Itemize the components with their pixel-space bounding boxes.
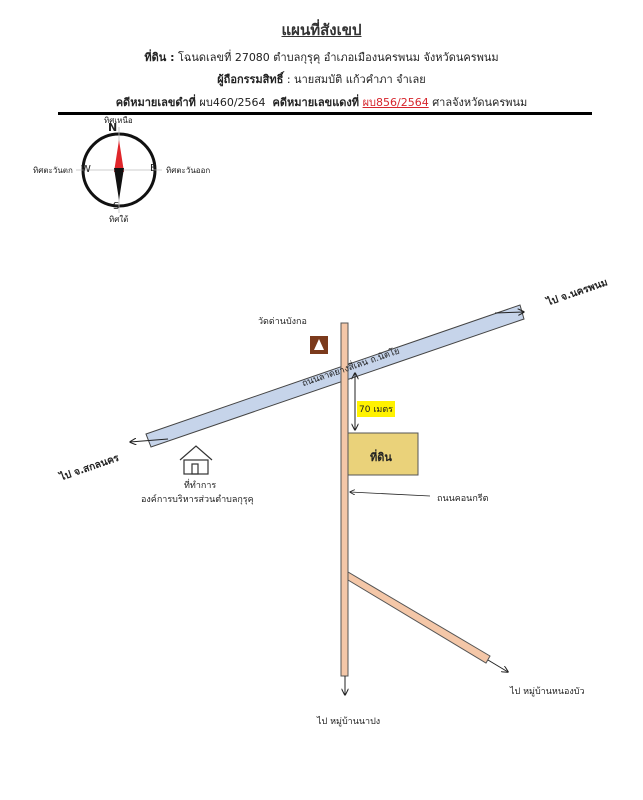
arrow-to-nong-bua [487,659,508,672]
land-plot [347,432,419,476]
main-road [145,304,525,448]
land-label: ที่ดิน [370,451,392,464]
land-deed-text: โฉนดเลขที่ 27080 ตำบลกุรุคุ อำเภอเมืองนค… [177,51,499,64]
house-icon [179,445,213,475]
black-case-label: คดีหมายเลขดำที่ [115,96,196,109]
red-case-label: คดีหมายเลขแดงที่ [272,96,360,109]
compass-south-letter: S [113,201,120,212]
court-name: ศาลจังหวัดนครพนม [432,96,528,109]
arrow-to-sakon-nakhon [130,439,169,442]
temple-label: วัดด่านบังกอ [258,317,307,327]
concrete-road-label: ถนนคอนกรีต [437,494,489,504]
header-case-line: คดีหมายเลขดำที่ ผบ460/2564 คดีหมายเลขแดง… [0,93,643,111]
arrow-to-nakhon-phanom [494,312,524,313]
header-divider [58,112,592,115]
temple-icon [310,336,328,354]
compass [76,127,162,213]
office-title: ที่ทำการ [184,481,217,491]
black-case-number: ผบ460/2564 [199,96,266,109]
south-needle-icon [114,168,124,200]
concrete-road-leader [350,492,431,497]
compass-west-letter: W [81,164,91,175]
branch-road [347,571,491,664]
office-name: องค์การบริหารส่วนตำบลกุรุคุ [141,495,254,505]
compass-east-label: ทิศตะวันออก [166,166,211,175]
compass-west-label: ทิศตะวันตก [33,166,73,175]
distance-label: 70 เมตร [357,401,396,417]
to-na-pong-label: ไป หมู่บ้านนาปง [317,717,381,727]
compass-south-label: ทิศใต้ [109,215,129,224]
header-land-line: ที่ดิน : โฉนดเลขที่ 27080 ตำบลกุรุคุ อำเ… [0,48,643,66]
compass-east-letter: E [150,163,157,174]
land-label: ที่ดิน : [144,51,175,64]
red-case-number: ผบ856/2564 [362,96,429,109]
north-needle-icon [114,140,124,172]
header-owner-line: ผู้ถือกรรมสิทธิ์ : นายสมบัติ แก้วคำภา จำ… [0,70,643,88]
to-nong-bua-label: ไป หมู่บ้านหนองบัว [510,687,585,697]
owner-text: : นายสมบัติ แก้วคำภา จำเลย [286,73,426,86]
compass-north-label: ทิศเหนือ [104,116,133,125]
compass-north-letter: N [108,121,118,134]
owner-label: ผู้ถือกรรมสิทธิ์ [217,73,284,86]
page-title: แผนที่สังเขป [281,21,362,39]
